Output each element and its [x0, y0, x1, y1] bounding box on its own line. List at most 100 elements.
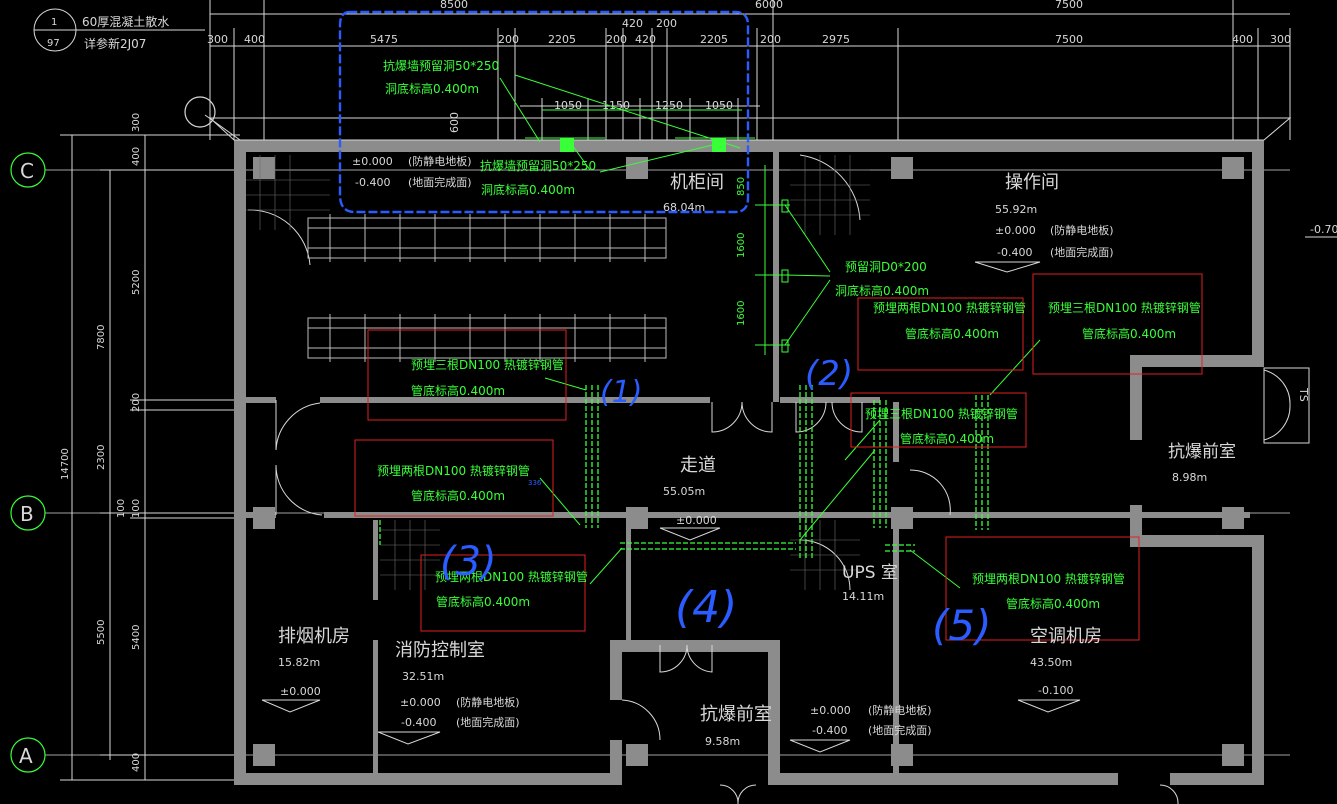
dim-2300: 2300	[96, 445, 107, 470]
detail-reference[interactable]: 1 97 60厚混凝土散水 详参新2J07	[33, 8, 241, 141]
dim-100-v2: 100	[131, 499, 142, 518]
room-smoke-name: 排烟机房	[278, 626, 350, 647]
note-pipe-2b: 预埋三根DN100 热镀锌钢管	[865, 406, 1018, 421]
dim-2975: 2975	[822, 33, 850, 46]
room-cabinet-level1: ±0.000	[352, 155, 393, 168]
dim-7800: 7800	[96, 325, 107, 350]
mark-3: (3)	[440, 539, 497, 585]
structural-columns	[253, 157, 1244, 766]
axis-label-a: A	[19, 744, 33, 768]
axis-label-c: C	[20, 159, 34, 183]
room-ups-level1: ±0.000	[810, 704, 851, 717]
dim-200-top: 200	[656, 17, 677, 30]
cabinet-racks	[307, 214, 667, 362]
dim-200-c: 200	[760, 33, 781, 46]
green-dim-lines	[542, 109, 790, 355]
room-operation-note2: (地面完成面)	[1050, 245, 1114, 259]
dim-400-v-bot: 400	[131, 753, 142, 772]
top-dimension-lines	[209, 0, 1291, 150]
dim-420-top: 420	[622, 17, 643, 30]
room-smoke-level: ±0.000	[280, 685, 321, 698]
room-fire-level2: -0.400	[401, 716, 436, 729]
room-front-bottom-area: 9.58m	[705, 735, 740, 748]
room-cabinet-name: 机柜间	[670, 172, 724, 193]
room-aircon-name: 空调机房	[1030, 626, 1102, 647]
dim-6000: 6000	[755, 0, 783, 11]
room-cabinet-note1: (防静电地板)	[408, 154, 472, 168]
room-fire-level1: ±0.000	[400, 696, 441, 709]
dim-300-v: 300	[131, 113, 142, 132]
room-ups-level2: -0.400	[812, 724, 847, 737]
note-pipe-2a-elev: 管底标高0.400m	[905, 326, 999, 341]
detail-sheet: 97	[47, 38, 60, 49]
note-pipe-3: 预埋两根DN100 热镀锌钢管	[435, 569, 588, 584]
dim-1600-b: 1600	[736, 301, 747, 326]
dim-5500: 5500	[96, 620, 107, 645]
dim-300-left: 300	[207, 33, 228, 46]
dim-5400: 5400	[131, 625, 142, 650]
embedded-pipes	[379, 385, 989, 560]
dim-1600-a: 1600	[736, 233, 747, 258]
note-pipe-1-elev: 管底标高0.400m	[411, 383, 505, 398]
green-annotations: 抗爆墙预留洞50*250 洞底标高0.400m 抗爆墙预留洞50*250 洞底标…	[377, 58, 1201, 611]
room-cabinet-area: 68.04m	[663, 201, 705, 214]
note-pipe-5-elev: 管底标高0.400m	[1006, 596, 1100, 611]
room-operation-area: 55.92m	[995, 203, 1037, 216]
blue-revision-cloud	[338, 10, 750, 214]
floor-hatch	[246, 155, 870, 590]
dim-600: 600	[448, 112, 461, 133]
room-corridor-level: ±0.000	[676, 514, 717, 527]
pipe-leaders	[499, 74, 1041, 589]
dim-2205-b: 2205	[700, 33, 728, 46]
room-cabinet-note2: (地面完成面)	[408, 175, 472, 189]
mark-5: (5)	[932, 601, 992, 650]
exterior-mark: TS	[1297, 387, 1310, 402]
room-ups-note2: (地面完成面)	[868, 723, 932, 737]
dim-100-v1: 100	[116, 499, 127, 518]
dim-1250: 1250	[655, 99, 683, 112]
room-operation-level2: -0.400	[997, 246, 1032, 259]
room-corridor-name: 走道	[680, 455, 716, 476]
room-fire-note2: (地面完成面)	[456, 715, 520, 729]
room-operation-level1: ±0.000	[995, 224, 1036, 237]
note-pipe-right: 预埋三根DN100 热镀锌钢管	[1048, 300, 1201, 315]
room-corridor-area: 55.05m	[663, 485, 705, 498]
note-reserved-elev: 洞底标高0.400m	[835, 283, 929, 298]
dim-14700: 14700	[60, 448, 71, 480]
room-ups-name: UPS 室	[842, 563, 898, 583]
room-labels: 机柜间 68.04m 操作间 55.92m ±0.000 (防静电地板) -0.…	[278, 154, 1337, 748]
note-wall-hole-2: 抗爆墙预留洞50*250	[480, 158, 596, 173]
dim-5475: 5475	[370, 33, 398, 46]
room-ups-area: 14.11m	[842, 590, 884, 603]
mark-4: (4)	[675, 582, 737, 633]
note-wall-hole-2-elev: 洞底标高0.400m	[481, 182, 575, 197]
mark-1: (1)	[600, 375, 643, 410]
note-pipe-left-2: 预埋两根DN100 热镀锌钢管	[377, 463, 530, 478]
room-aircon-level: -0.100	[1038, 684, 1073, 697]
note-pipe-1: 预埋三根DN100 热镀锌钢管	[411, 357, 564, 372]
dim-7500-top: 7500	[1055, 0, 1083, 11]
dim-200-b: 200	[606, 33, 627, 46]
grid-axis-c[interactable]: C	[10, 152, 1290, 188]
dim-2205-a: 2205	[548, 33, 576, 46]
tiny-label: 336	[528, 479, 542, 487]
dim-400-left: 400	[244, 33, 265, 46]
note-wall-hole-1: 抗爆墙预留洞50*250	[383, 58, 499, 73]
room-operation-note1: (防静电地板)	[1050, 223, 1114, 237]
axis-label-b: B	[20, 502, 34, 526]
note-pipe-5: 预埋两根DN100 热镀锌钢管	[972, 571, 1125, 586]
room-fire-area: 32.51m	[402, 670, 444, 683]
level-markers	[261, 236, 1337, 753]
room-aircon-area: 43.50m	[1030, 656, 1072, 669]
grid-axis-a[interactable]: A	[10, 737, 1290, 773]
note-pipe-2a: 预埋两根DN100 热镀锌钢管	[873, 300, 1026, 315]
handwritten-marks: (1) (2) (3) (4) (5)	[440, 354, 992, 650]
room-ups-note1: (防静电地板)	[868, 703, 932, 717]
room-front-right-name: 抗爆前室	[1168, 442, 1236, 462]
dim-300-right: 300	[1270, 33, 1291, 46]
dim-400-right: 400	[1232, 33, 1253, 46]
dim-5200: 5200	[131, 270, 142, 295]
detail-line-1: 60厚混凝土散水	[82, 14, 169, 29]
